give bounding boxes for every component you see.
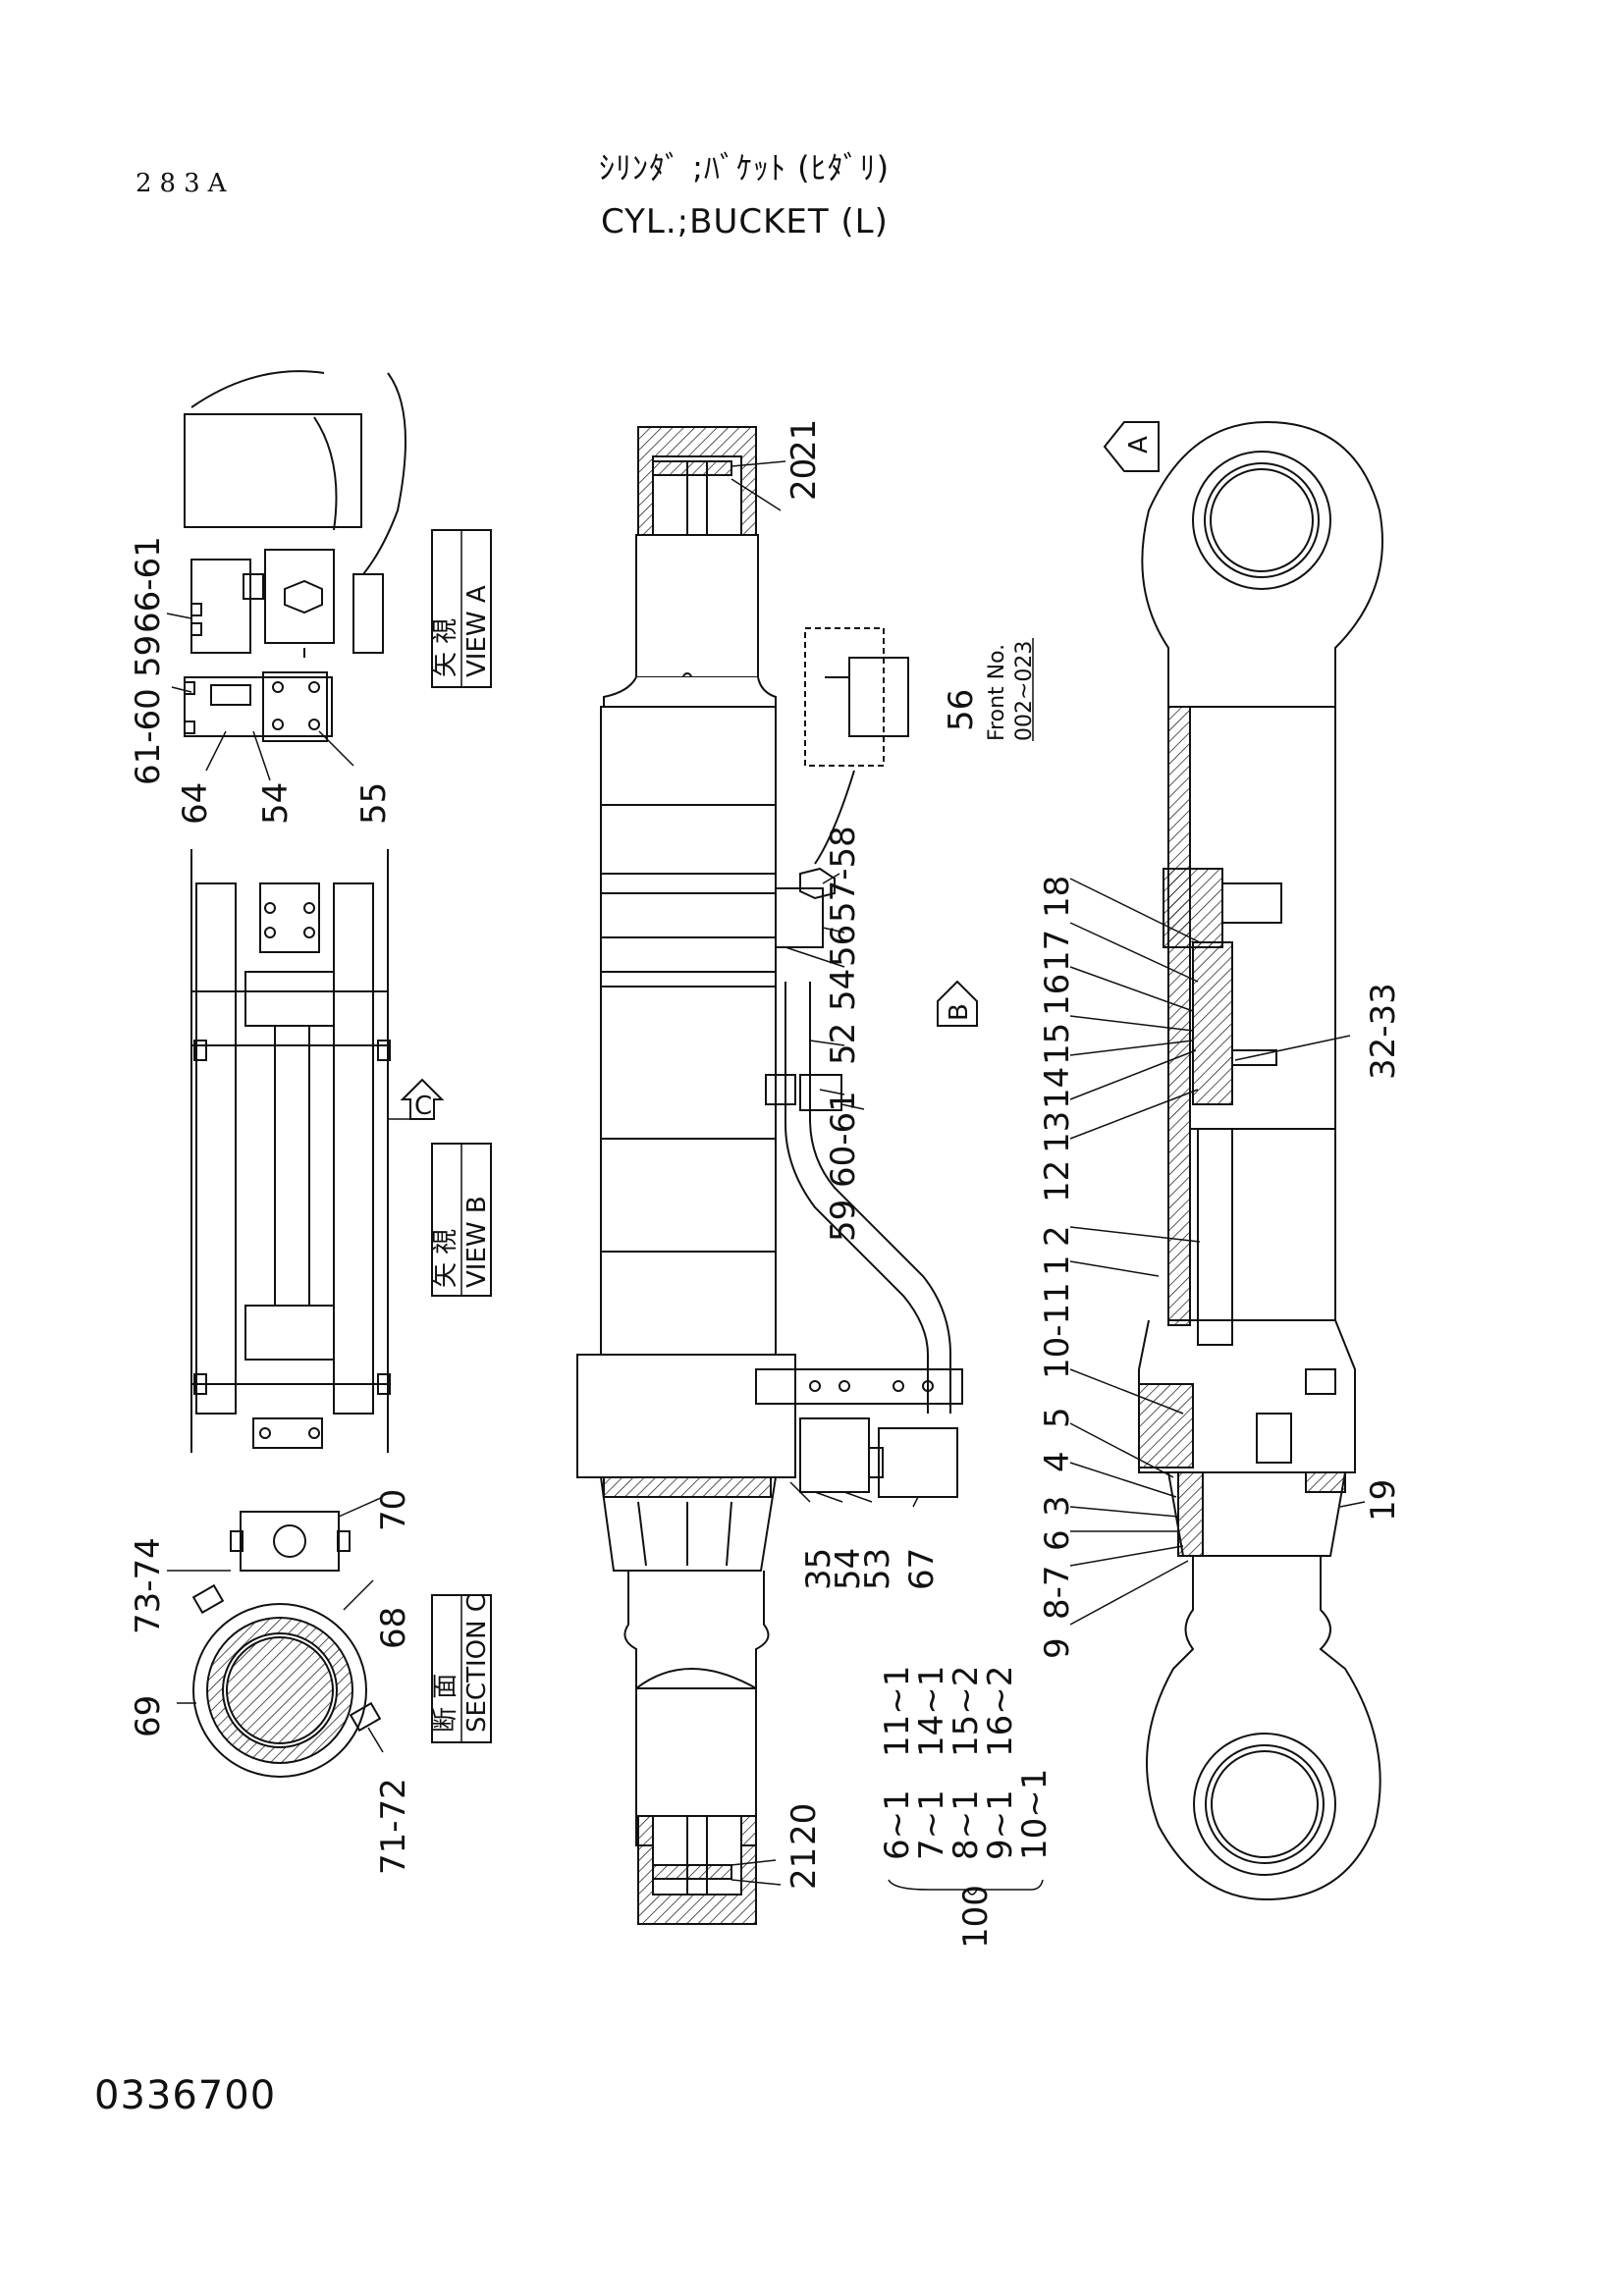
- callout-66-61: 66-61: [129, 536, 168, 633]
- view-b-en-label: VIEW B: [462, 1196, 492, 1288]
- callout-20-bottom: 20: [784, 1803, 824, 1845]
- callout-32-33: 32-33: [1364, 983, 1403, 1080]
- callout-6: 6: [1038, 1529, 1077, 1551]
- kit-item-16: 16~2: [981, 1666, 1020, 1757]
- arrow-a: A: [1103, 421, 1160, 472]
- callout-13: 13: [1038, 1111, 1077, 1153]
- callout-21-top: 21: [784, 419, 824, 461]
- callout-1: 1: [1038, 1255, 1077, 1276]
- page-code: 283A: [135, 169, 235, 198]
- callout-69: 69: [129, 1695, 168, 1737]
- view-a-jp-label: 矢 視: [431, 618, 460, 677]
- callout-60-61: 60-61: [824, 1091, 863, 1188]
- callout-21-bottom: 21: [784, 1847, 824, 1890]
- view-a-drawing: [184, 370, 406, 742]
- callout-18: 18: [1038, 876, 1077, 918]
- callout-71-72: 71-72: [374, 1778, 413, 1875]
- detail-part-56: 56: [942, 689, 981, 731]
- kit-bracket: [888, 1879, 1044, 1896]
- section-c-en-label: SECTION C: [462, 1594, 492, 1733]
- drawing-number: 0336700: [94, 2073, 277, 2118]
- callout-57-58: 57-58: [824, 826, 863, 923]
- kit-item-8: 8~1: [947, 1789, 986, 1860]
- callout-54-mid: 54: [824, 969, 863, 1011]
- kit-item-6: 6~1: [878, 1789, 917, 1860]
- view-b-label-box: 矢 視 VIEW B: [431, 1143, 492, 1297]
- callout-67: 67: [902, 1548, 942, 1590]
- callout-64: 64: [176, 782, 215, 825]
- title-english: CYL.;BUCKET (L): [601, 202, 889, 241]
- callout-14: 14: [1038, 1067, 1077, 1109]
- kit-item-11: 11~1: [878, 1666, 917, 1757]
- callout-53: 53: [858, 1548, 897, 1590]
- callout-5: 5: [1038, 1407, 1077, 1428]
- section-c-label-box: 断 面 SECTION C: [431, 1594, 492, 1743]
- callout-12: 12: [1038, 1160, 1077, 1202]
- kit-number: 100: [956, 1885, 996, 1949]
- arrow-c-label: C: [414, 1092, 432, 1121]
- callout-15: 15: [1038, 1023, 1077, 1065]
- detail-front-no: Front No.: [985, 644, 1009, 741]
- view-a-label-box: 矢 視 VIEW A: [431, 529, 492, 688]
- callout-61-60: 61-60: [129, 688, 168, 785]
- arrow-b: B: [937, 980, 978, 1027]
- callout-70: 70: [374, 1489, 413, 1531]
- section-c-drawing: [191, 1511, 382, 1778]
- right-leaders: [1069, 878, 1366, 1626]
- section-c-jp-label: 断 面: [431, 1674, 460, 1733]
- callout-54-bottom: 54: [829, 1548, 868, 1590]
- callout-8-7: 8-7: [1038, 1565, 1077, 1620]
- callout-17: 17: [1038, 930, 1077, 972]
- arrow-a-label: A: [1124, 436, 1154, 454]
- callout-4: 4: [1038, 1451, 1077, 1472]
- view-b-drawing: [190, 849, 391, 1453]
- callout-35: 35: [799, 1548, 839, 1590]
- arrow-b-label: B: [945, 1003, 974, 1021]
- view-b-jp-label: 矢 視: [431, 1229, 460, 1288]
- callout-54-a: 54: [256, 782, 296, 825]
- callout-59-mid: 59: [824, 1200, 863, 1242]
- kit-item-9: 9~1: [981, 1789, 1020, 1860]
- callout-20-top: 20: [784, 458, 824, 501]
- callout-3: 3: [1038, 1495, 1077, 1517]
- callout-52: 52: [824, 1023, 863, 1065]
- title-japanese: ｼﾘﾝﾀﾞ ;ﾊﾞｹｯﾄ (ﾋﾀﾞﾘ): [599, 149, 891, 187]
- callout-9: 9: [1038, 1637, 1077, 1659]
- right-cylinder-drawing: [1138, 420, 1383, 1901]
- kit-item-15: 15~2: [947, 1666, 986, 1757]
- middle-cylinder-drawing: [576, 426, 963, 1925]
- callout-68: 68: [374, 1607, 413, 1649]
- arrow-c: C: [388, 1078, 445, 1121]
- callout-19: 19: [1364, 1479, 1403, 1522]
- callout-10-11: 10-11: [1038, 1282, 1077, 1379]
- section-c-leaders: [167, 1496, 384, 1753]
- callout-56: 56: [824, 925, 863, 967]
- callout-59-a: 59: [129, 635, 168, 677]
- callout-2: 2: [1038, 1225, 1077, 1247]
- callout-55: 55: [354, 782, 394, 825]
- kit-item-10: 10~1: [1015, 1769, 1055, 1860]
- view-a-en-label: VIEW A: [462, 585, 492, 677]
- callout-73-74: 73-74: [129, 1537, 168, 1634]
- callout-16: 16: [1038, 974, 1077, 1016]
- kit-item-7: 7~1: [912, 1789, 951, 1860]
- view-a-callouts: [166, 613, 354, 781]
- middle-leaders: [730, 460, 919, 1886]
- kit-item-14: 14~1: [912, 1666, 951, 1757]
